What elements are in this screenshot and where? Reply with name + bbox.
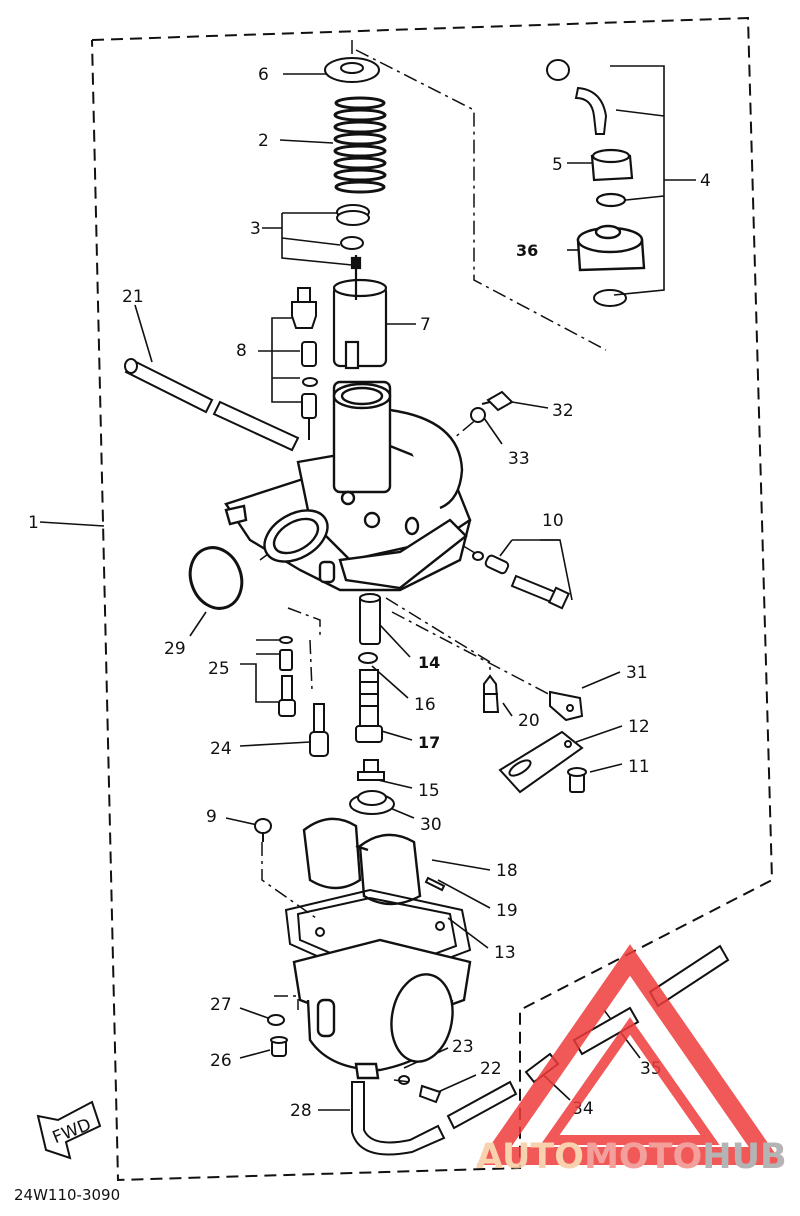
part-29-o-ring: [188, 546, 244, 610]
float-bowl: [292, 938, 472, 1080]
part-6-washer: [324, 57, 380, 83]
label-part-17: 17: [418, 733, 440, 752]
part-28-hose: [351, 1081, 446, 1156]
part-33-washer: [470, 407, 486, 423]
watermark-logo: AUTOMOTOHUB: [476, 944, 787, 1177]
label-part-9: 9: [206, 807, 217, 827]
label-part-33: 33: [508, 449, 530, 469]
part-13-gasket: [284, 888, 472, 986]
label-part-1: 1: [28, 513, 39, 533]
part-24-pilot-jet: [309, 703, 329, 757]
label-part-12: 12: [628, 717, 650, 737]
label-part-36: 36: [516, 241, 538, 260]
fwd-direction-arrow: FWD: [36, 1100, 102, 1160]
part-19-float-pin: [424, 876, 446, 892]
part-10-throttle-stop-screw: [472, 551, 571, 610]
label-part-24: 24: [210, 739, 232, 759]
label-part-31: 31: [626, 663, 648, 683]
label-part-28: 28: [290, 1101, 312, 1121]
part-5-cap: [590, 148, 634, 208]
label-part-14: 14: [418, 653, 440, 672]
part-3-needle-clip: [336, 204, 370, 250]
label-part-27: 27: [210, 995, 232, 1015]
label-part-18: 18: [496, 861, 518, 881]
part-27-washer: [267, 1014, 285, 1026]
label-part-21: 21: [122, 287, 144, 307]
part-30-washer: [349, 790, 395, 815]
part-14-needle-jet: [359, 593, 381, 645]
label-part-3: 3: [250, 219, 261, 239]
watermark-hub: HUB: [702, 1137, 786, 1177]
part-labels: 6 2 3 21 7 8 1 29 25 24 9 14 16 17 15 30…: [28, 65, 711, 1121]
carburetor-body: [224, 380, 472, 592]
part-25-jet-set: [278, 636, 296, 717]
part-18-float: [302, 817, 422, 906]
label-part-25: 25: [208, 659, 230, 679]
part-17-main-jet-holder: [355, 669, 383, 743]
part-16-o-ring: [358, 652, 378, 664]
label-part-4: 4: [700, 171, 711, 191]
label-part-23: 23: [452, 1037, 474, 1057]
label-part-30: 30: [420, 815, 442, 835]
watermark-auto: AUTO: [476, 1137, 584, 1177]
part-32-nipple: [481, 390, 514, 412]
part-26-drain-screw: [270, 1036, 288, 1057]
part-23-o-ring: [398, 1075, 410, 1085]
label-part-5: 5: [552, 155, 563, 175]
label-part-10: 10: [542, 511, 564, 531]
label-part-8: 8: [236, 341, 247, 361]
part-4-cable-adjuster: [546, 59, 608, 135]
label-part-7: 7: [420, 315, 431, 335]
watermark-moto: MOTO: [584, 1137, 702, 1177]
part-7-throttle-valve: [332, 255, 388, 370]
label-part-15: 15: [418, 781, 440, 801]
part-2-spring: [333, 96, 387, 194]
part-20-plunger: [483, 674, 500, 713]
label-part-16: 16: [414, 695, 436, 715]
part-22-drain-pipe: [418, 1080, 518, 1130]
drawing-code: 24W110-3090: [14, 1186, 120, 1204]
part-31-bracket: [549, 690, 584, 722]
label-part-19: 19: [496, 901, 518, 921]
label-part-13: 13: [494, 943, 516, 963]
part-21-vent-tube: [124, 358, 300, 452]
watermark-text: AUTOMOTOHUB: [476, 1137, 787, 1177]
label-part-2: 2: [258, 131, 269, 151]
label-part-22: 22: [480, 1059, 502, 1079]
label-part-6: 6: [258, 65, 269, 85]
part-15-main-jet: [357, 759, 385, 781]
label-part-32: 32: [552, 401, 574, 421]
leader-lines: [39, 65, 696, 1111]
label-part-20: 20: [518, 711, 540, 731]
part-11-screw: [567, 767, 587, 793]
part-8-air-screw-set: [291, 287, 318, 440]
label-part-29: 29: [164, 639, 186, 659]
part-36-top-cap: [576, 224, 646, 272]
label-part-11: 11: [628, 757, 650, 777]
part-12-plate: [498, 730, 584, 794]
part-9-screw: [254, 818, 272, 842]
assembly-boundary: [91, 16, 774, 1182]
part-36-clip: [593, 289, 627, 307]
label-part-26: 26: [210, 1051, 232, 1071]
